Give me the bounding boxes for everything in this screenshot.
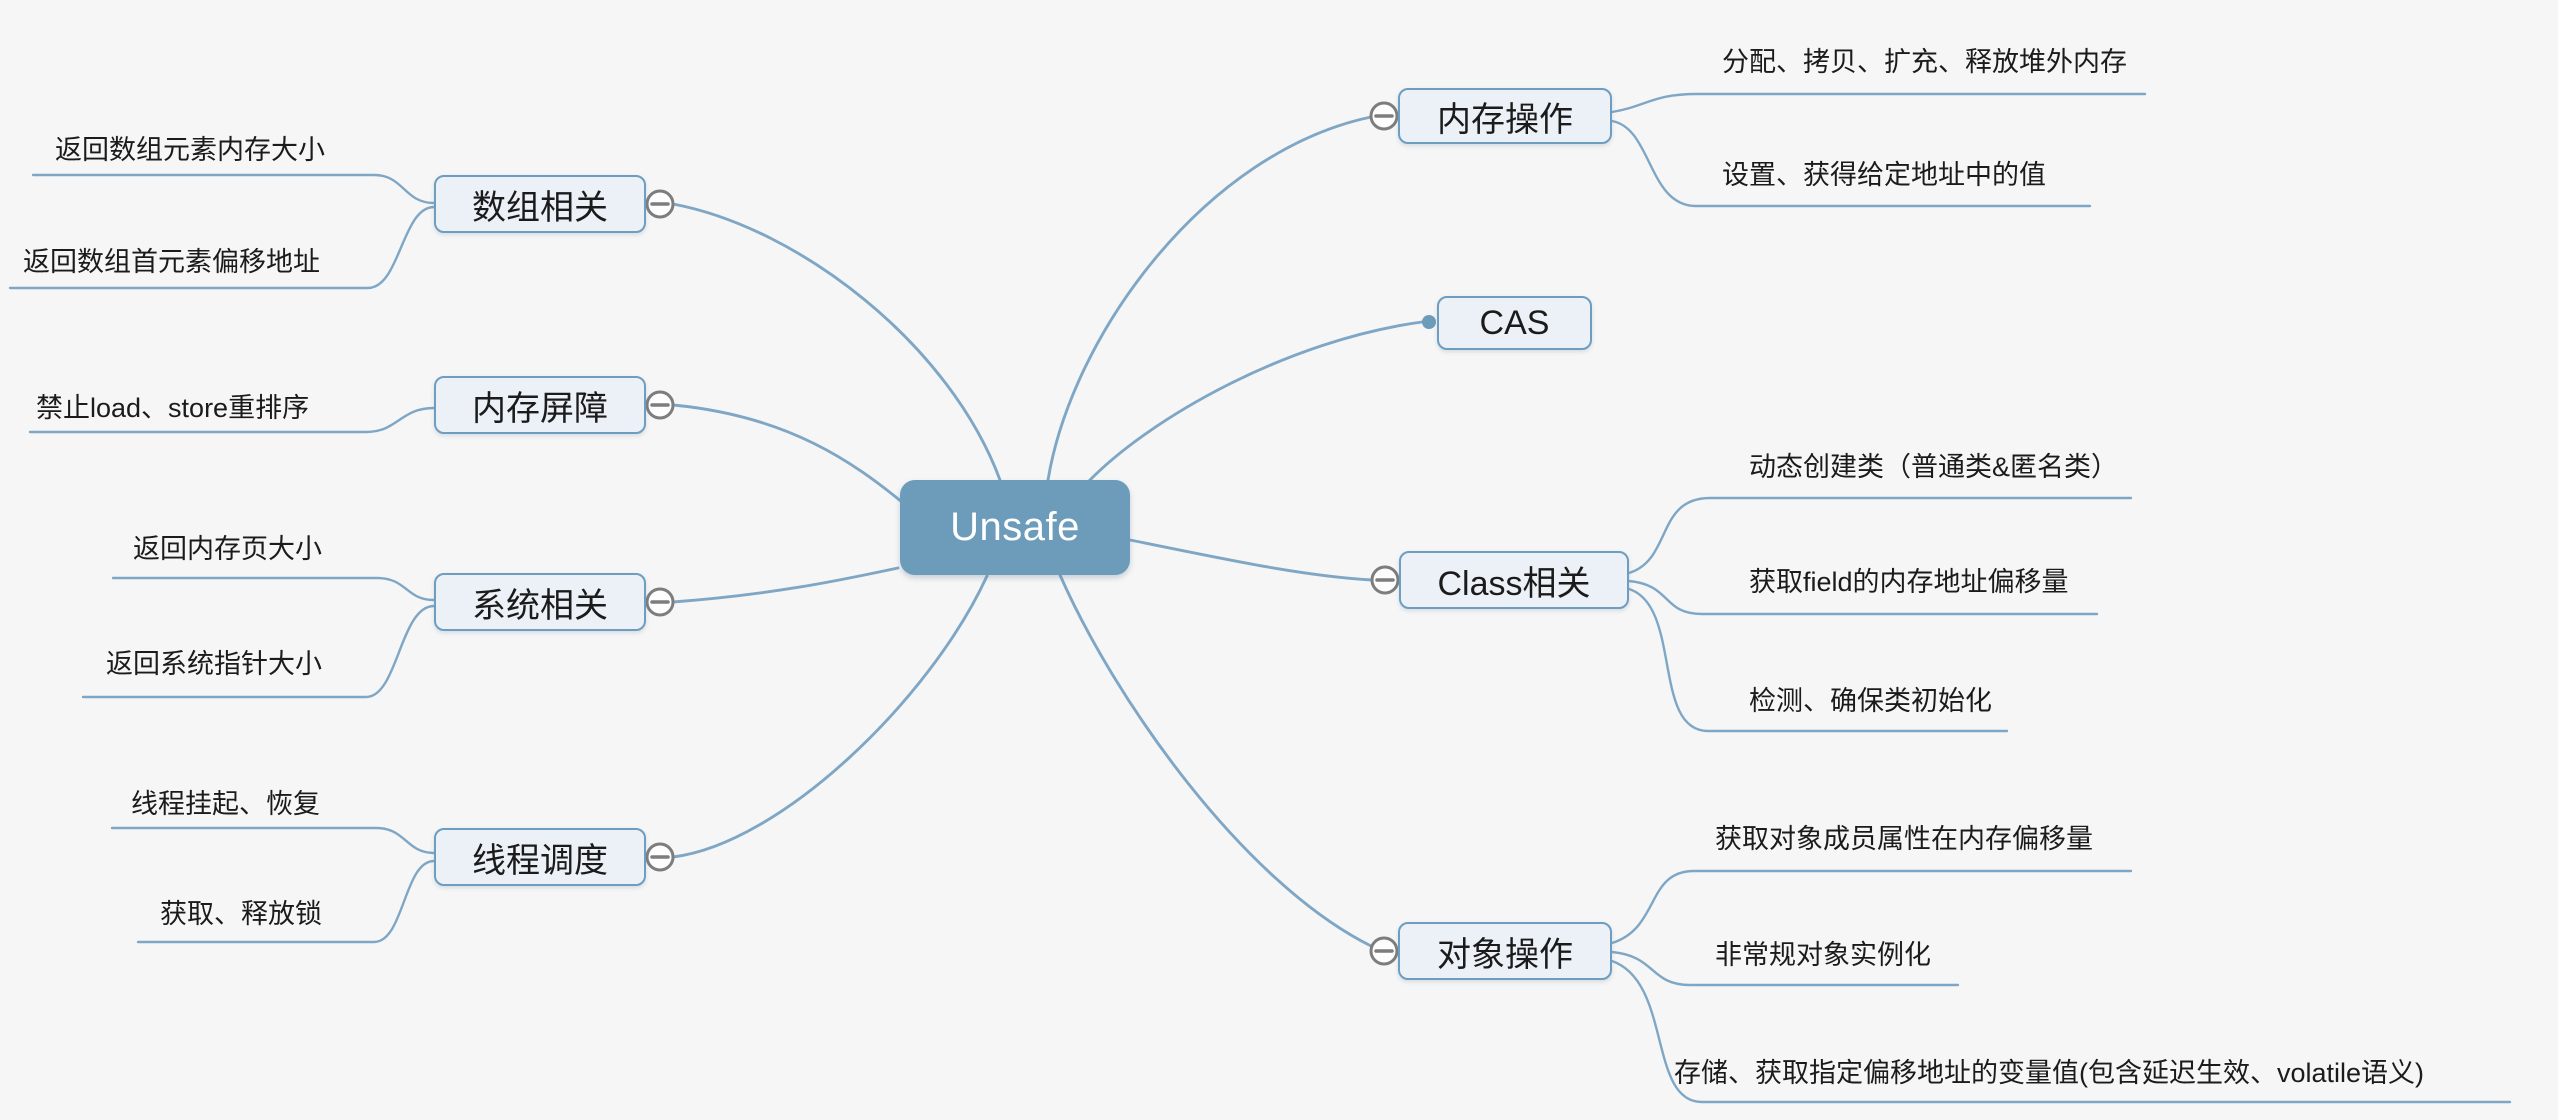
topic-node-array-related[interactable]: 数组相关 bbox=[434, 175, 646, 233]
leaf-field-offset[interactable]: 获取field的内存地址偏移量 bbox=[1749, 567, 2069, 597]
edge-array-related-child-1 bbox=[8, 205, 436, 290]
topic-node-object-operations[interactable]: 对象操作 bbox=[1398, 922, 1612, 980]
edge-root-to-class-related bbox=[1128, 538, 1374, 582]
collapse-toggle-thread-scheduling[interactable] bbox=[645, 842, 675, 872]
collapse-toggle-memory-barrier[interactable] bbox=[645, 390, 675, 420]
edge-root-to-memory-operations bbox=[1046, 115, 1373, 482]
collapse-toggle-system-related[interactable] bbox=[645, 587, 675, 617]
leaf-memory-page-size[interactable]: 返回内存页大小 bbox=[133, 534, 322, 564]
edge-array-related-child-0 bbox=[31, 173, 436, 205]
leaf-object-field-offset[interactable]: 获取对象成员属性在内存偏移量 bbox=[1715, 824, 2093, 854]
leaf-get-put-offset-volatile[interactable]: 存储、获取指定偏移地址的变量值(包含延迟生效、volatile语义) bbox=[1674, 1058, 2425, 1088]
root-node-unsafe[interactable]: Unsafe bbox=[900, 480, 1130, 575]
leaf-get-put-address-value[interactable]: 设置、获得给定地址中的值 bbox=[1722, 160, 2046, 190]
collapse-toggle-object-operations[interactable] bbox=[1369, 936, 1399, 966]
branch-endpoint-dot bbox=[1422, 315, 1436, 329]
edge-memory-operations-child-1 bbox=[1610, 119, 2092, 208]
edge-root-to-cas bbox=[1086, 320, 1424, 484]
leaf-forbid-load-store-reorder[interactable]: 禁止load、store重排序 bbox=[36, 393, 310, 423]
topic-node-system-related[interactable]: 系统相关 bbox=[434, 573, 646, 631]
leaf-array-element-memory-size[interactable]: 返回数组元素内存大小 bbox=[55, 135, 325, 165]
leaf-offheap-alloc-copy-free[interactable]: 分配、拷贝、扩充、释放堆外内存 bbox=[1722, 47, 2127, 77]
topic-node-class-related[interactable]: Class相关 bbox=[1399, 551, 1629, 609]
edge-object-operations-child-0 bbox=[1610, 869, 2133, 945]
topic-node-memory-operations[interactable]: 内存操作 bbox=[1398, 88, 1612, 144]
edge-system-related-child-0 bbox=[111, 576, 436, 602]
edge-root-to-system-related bbox=[671, 566, 900, 604]
leaf-system-pointer-size[interactable]: 返回系统指针大小 bbox=[106, 649, 322, 679]
leaf-array-base-offset[interactable]: 返回数组首元素偏移地址 bbox=[23, 247, 320, 277]
edge-thread-scheduling-child-1 bbox=[136, 859, 436, 944]
edge-class-related-child-1 bbox=[1627, 579, 2099, 616]
edge-root-to-object-operations bbox=[1058, 573, 1373, 948]
edge-object-operations-child-2 bbox=[1610, 959, 2512, 1104]
edge-memory-operations-child-0 bbox=[1610, 92, 2147, 114]
edge-object-operations-child-1 bbox=[1610, 950, 1960, 987]
collapse-toggle-array-related[interactable] bbox=[645, 189, 675, 219]
edge-class-related-child-0 bbox=[1627, 496, 2133, 575]
leaf-thread-park-unpark[interactable]: 线程挂起、恢复 bbox=[131, 789, 320, 819]
edge-root-to-memory-barrier bbox=[671, 403, 904, 504]
leaf-define-class[interactable]: 动态创建类（普通类&匿名类） bbox=[1749, 452, 2119, 482]
collapse-toggle-class-related[interactable] bbox=[1370, 565, 1400, 595]
topic-node-memory-barrier[interactable]: 内存屏障 bbox=[434, 376, 646, 434]
leaf-monitor-enter-exit[interactable]: 获取、释放锁 bbox=[160, 899, 322, 929]
edge-thread-scheduling-child-0 bbox=[110, 826, 436, 855]
topic-node-thread-scheduling[interactable]: 线程调度 bbox=[434, 828, 646, 886]
edge-class-related-child-2 bbox=[1627, 587, 2009, 733]
edge-root-to-array-related bbox=[671, 202, 1002, 482]
edge-root-to-thread-scheduling bbox=[671, 574, 989, 859]
collapse-toggle-memory-operations[interactable] bbox=[1369, 101, 1399, 131]
leaf-ensure-class-initialized[interactable]: 检测、确保类初始化 bbox=[1749, 686, 1992, 716]
edge-system-related-child-1 bbox=[81, 604, 436, 699]
topic-node-cas[interactable]: CAS bbox=[1437, 296, 1592, 350]
leaf-allocate-instance[interactable]: 非常规对象实例化 bbox=[1715, 940, 1931, 970]
edge-memory-barrier-child-0 bbox=[28, 406, 436, 434]
